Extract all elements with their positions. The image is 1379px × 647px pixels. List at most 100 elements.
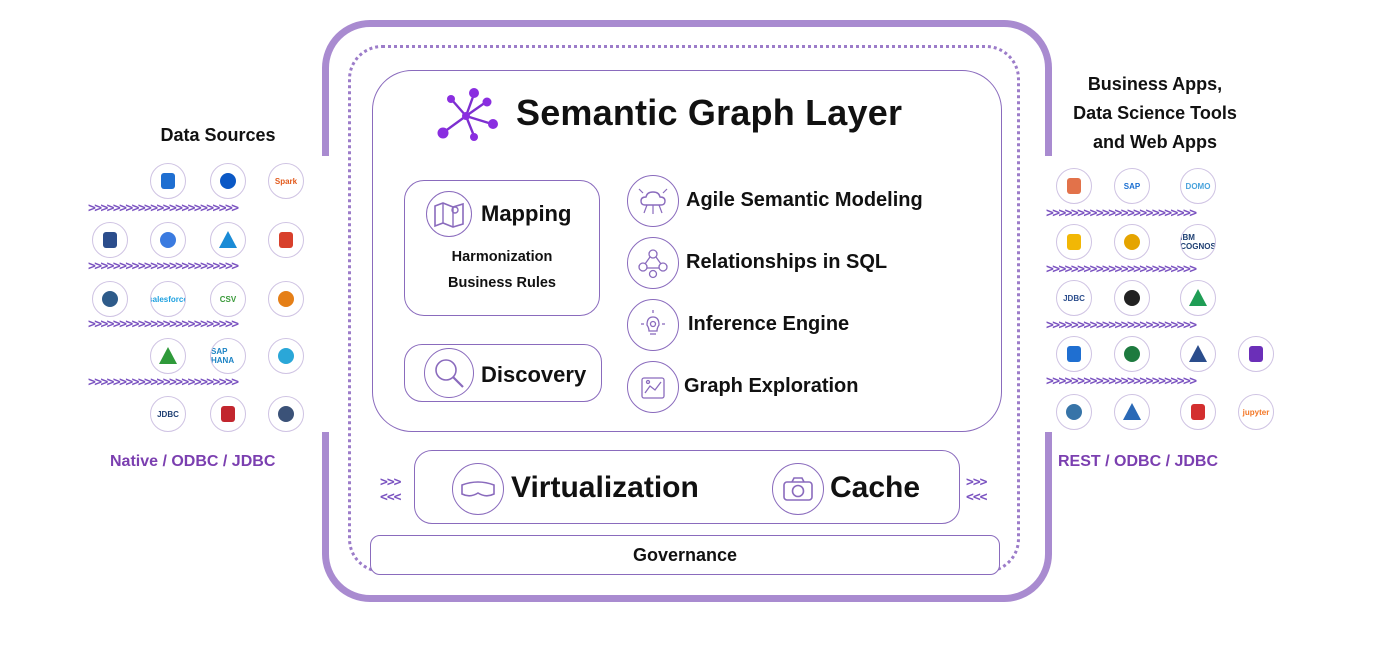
mongodb-glyph <box>159 347 177 364</box>
web-app-icon <box>1238 336 1274 372</box>
discovery-label: Discovery <box>481 362 587 387</box>
business-rules-label: Business Rules <box>448 275 556 291</box>
jdbc-logo-text: JDBC <box>1063 293 1085 303</box>
domo-icon: DOMO <box>1180 168 1216 204</box>
right-arrow-row-3: >>>>>>>>>>>>>>>>>>>>>>>> <box>1046 318 1197 333</box>
sigma-glyph <box>1067 234 1081 250</box>
python-glyph <box>1066 404 1082 420</box>
semantic-graph-layer-box <box>372 70 1002 432</box>
snowflake-icon <box>268 338 304 374</box>
frame-gap-left <box>318 156 332 432</box>
left-arrow-row-2: >>>>>>>>>>>>>>>>>>>>>>>> <box>88 259 239 274</box>
feature-agile-semantic-modeling: Agile Semantic Modeling <box>686 189 923 211</box>
csv-icon: CSV <box>210 281 246 317</box>
web-app-glyph <box>1249 346 1263 362</box>
redshift-glyph <box>103 232 117 248</box>
ibm-cognos-logo-text: IBM COGNOS <box>1180 233 1216 251</box>
hadoop-icon <box>1180 336 1216 372</box>
right-arrow-row-1: >>>>>>>>>>>>>>>>>>>>>>>> <box>1046 206 1197 221</box>
feature-inference-engine: Inference Engine <box>688 313 850 335</box>
sap-hana-icon: SAP HANA <box>210 338 246 374</box>
left-arrow-row-1: >>>>>>>>>>>>>>>>>>>>>>>> <box>88 201 239 216</box>
feature-relationships-in-sql: Relationships in SQL <box>686 251 888 273</box>
mapping-box <box>404 180 600 316</box>
graph-map-icon <box>627 361 679 413</box>
mongodb-icon <box>150 338 186 374</box>
sap-icon: SAP <box>1114 168 1150 204</box>
jdbc-icon: JDBC <box>150 396 186 432</box>
azure-synapse-glyph <box>161 173 175 189</box>
looker-glyph <box>1067 346 1081 362</box>
bigquery-icon <box>150 222 186 258</box>
feature-graph-exploration: Graph Exploration <box>684 375 859 397</box>
camera-icon <box>772 463 824 515</box>
sigma-icon <box>1056 224 1092 260</box>
cloud-network-icon <box>627 175 679 227</box>
virt-arrows-left: >>><<< <box>380 475 402 505</box>
qlik-icon <box>1180 280 1216 316</box>
scala-glyph <box>1191 404 1205 420</box>
databricks-icon <box>268 222 304 258</box>
postgresql-icon <box>92 281 128 317</box>
left-arrow-row-3: >>>>>>>>>>>>>>>>>>>>>>>> <box>88 317 239 332</box>
ibm-cognos-icon: IBM COGNOS <box>1180 224 1216 260</box>
azure-data-lake-icon <box>210 222 246 258</box>
qlik-glyph <box>1189 289 1207 306</box>
scala-icon <box>1180 394 1216 430</box>
jupyter-icon: jupyter <box>1238 394 1274 430</box>
magnifier-icon <box>424 348 474 398</box>
consumers-heading-line-2: Data Science Tools <box>1073 103 1237 123</box>
virtualization-cache-box <box>414 450 960 524</box>
consumers-heading-line-3: and Web Apps <box>1092 132 1217 152</box>
infinity-icon <box>1114 280 1150 316</box>
sap-hana-logo-text: SAP HANA <box>211 347 235 365</box>
left-arrow-row-4: >>>>>>>>>>>>>>>>>>>>>>>> <box>88 375 239 390</box>
infinity-glyph <box>1124 290 1140 306</box>
governance-label: Governance <box>632 544 738 565</box>
discovery-box <box>404 344 602 402</box>
aws-athena-glyph <box>278 291 294 307</box>
spark-icon: Spark <box>268 163 304 199</box>
virtualization-label: Virtualization <box>511 471 699 504</box>
domo-logo-text: DOMO <box>1185 181 1211 191</box>
postgresql-glyph <box>102 291 118 307</box>
data-sources-heading: Data Sources <box>160 125 276 145</box>
lightbulb-gear-icon <box>627 299 679 351</box>
right-arrow-row-2: >>>>>>>>>>>>>>>>>>>>>>>> <box>1046 262 1197 277</box>
looker-icon <box>1056 336 1092 372</box>
right-protocols: REST / ODBC / JDBC <box>1058 453 1219 470</box>
sql-server-icon <box>210 396 246 432</box>
redshift-icon <box>92 222 128 258</box>
excel-glyph <box>1124 346 1140 362</box>
right-arrow-row-4: >>>>>>>>>>>>>>>>>>>>>>>> <box>1046 374 1197 389</box>
python-icon <box>1056 394 1092 430</box>
teradata-icon <box>268 396 304 432</box>
power-bi-icon <box>1114 224 1150 260</box>
teradata-glyph <box>278 406 294 422</box>
tableau-icon <box>1056 168 1092 204</box>
tableau-glyph <box>1067 178 1081 194</box>
azure-icon <box>210 163 246 199</box>
mapping-label: Mapping <box>481 201 572 226</box>
spark-logo-text: Spark <box>274 176 298 186</box>
frame-gap-right <box>1042 156 1056 432</box>
salesforce-icon: salesforce <box>150 281 186 317</box>
graph-network-icon <box>437 88 498 141</box>
power-bi-glyph <box>1124 234 1140 250</box>
azure-synapse-icon <box>150 163 186 199</box>
sql-server-glyph <box>221 406 235 422</box>
cache-label: Cache <box>830 471 921 504</box>
jupyter-logo-text: jupyter <box>1242 407 1270 417</box>
snowflake-glyph <box>278 348 294 364</box>
consumers-heading: Business Apps, Data Science Tools and We… <box>1040 70 1270 157</box>
sap-logo-text: SAP <box>1123 181 1141 191</box>
dremio-icon <box>1114 394 1150 430</box>
excel-icon <box>1114 336 1150 372</box>
csv-logo-text: CSV <box>219 294 237 304</box>
salesforce-logo-text: salesforce <box>150 294 186 304</box>
harmonization-label: Harmonization <box>451 249 553 265</box>
jdbc-icon: JDBC <box>1056 280 1092 316</box>
governance-bar: Governance <box>370 535 1000 575</box>
databricks-glyph <box>279 232 293 248</box>
azure-data-lake-glyph <box>219 231 237 248</box>
